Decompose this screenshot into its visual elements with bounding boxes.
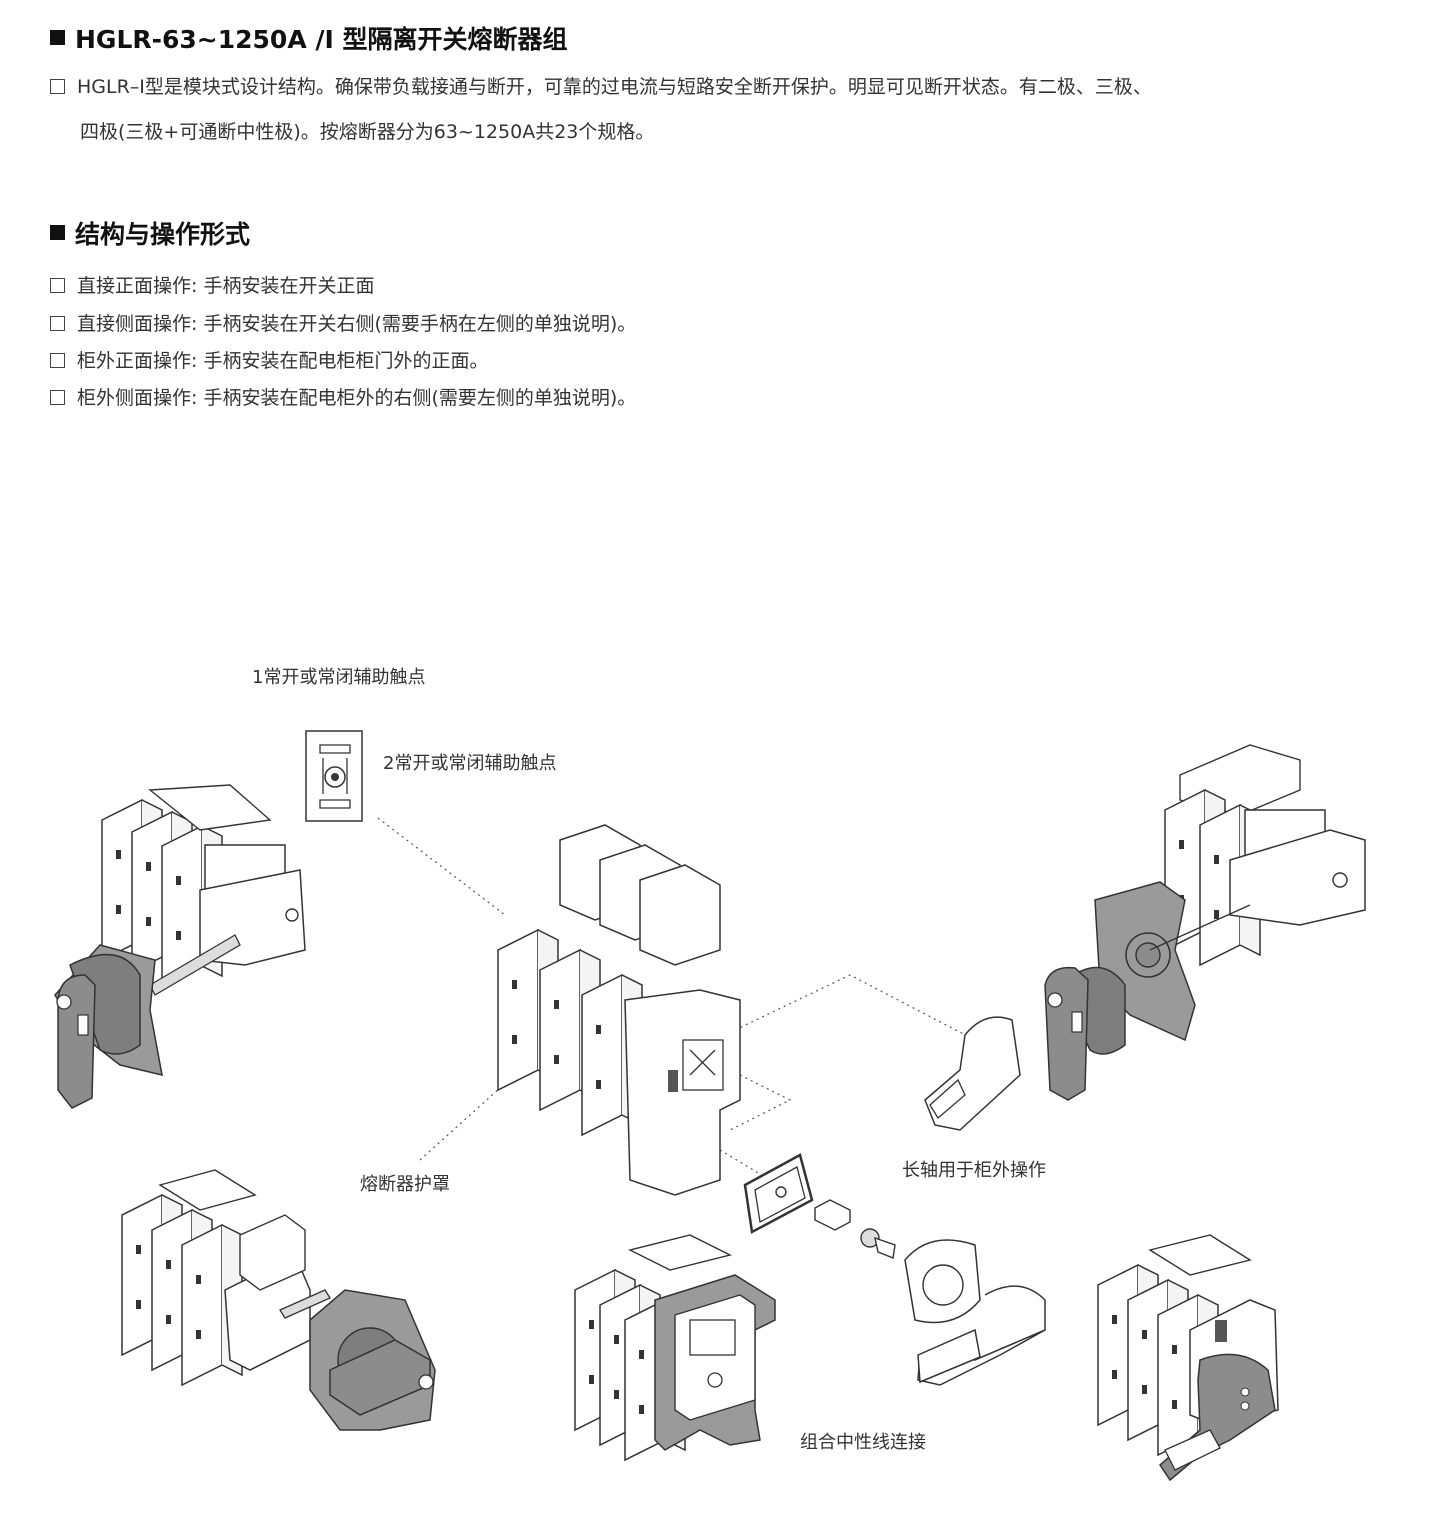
aux-contact-module	[305, 730, 363, 822]
operation-item-text: 直接正面操作: 手柄安装在开关正面	[77, 275, 375, 297]
label-aux-contact-2: 2常开或常闭辅助触点	[383, 753, 557, 774]
checkbox-square-icon	[50, 79, 65, 94]
operation-item-1: 直接正面操作: 手柄安装在开关正面	[50, 271, 374, 298]
section-title-structure: 结构与操作形式	[50, 215, 250, 251]
section-title-hglr: HGLR-63~1250A /I 型隔离开关熔断器组	[50, 20, 568, 56]
operation-item-4: 柜外侧面操作: 手柄安装在配电柜外的右侧(需要左侧的单独说明)。	[50, 383, 636, 410]
switch-direct-side-operation	[54, 784, 306, 1109]
label-fuse-cover: 熔断器护罩	[360, 1174, 450, 1195]
label-long-shaft: 长轴用于柜外操作	[902, 1160, 1046, 1181]
switch-direct-front-operation	[1097, 1234, 1279, 1482]
section-title-text: HGLR-63~1250A /I 型隔离开关熔断器组	[75, 25, 568, 54]
checkbox-square-icon	[50, 316, 65, 331]
checkbox-square-icon	[50, 353, 65, 368]
door-gasket-plate	[743, 1153, 814, 1234]
checkbox-square-icon	[50, 278, 65, 293]
adapter-screw	[860, 1228, 896, 1259]
checkbox-square-icon	[50, 390, 65, 405]
operation-item-text: 直接侧面操作: 手柄安装在开关右侧(需要手柄在左侧的单独说明)。	[77, 313, 637, 335]
switch-cabinet-front-operation	[121, 1169, 436, 1431]
operation-item-text: 柜外侧面操作: 手柄安装在配电柜外的右侧(需要左侧的单独说明)。	[77, 387, 637, 409]
bullet-square-icon	[50, 30, 65, 45]
description-line-1: HGLR–I型是模块式设计结构。确保带负载接通与断开，可靠的过电流与短路安全断开…	[50, 72, 1152, 99]
door-handle-cabinet-front	[904, 1239, 1046, 1386]
shaft-coupler	[814, 1199, 851, 1231]
operation-item-text: 柜外正面操作: 手柄安装在配电柜柜门外的正面。	[77, 350, 489, 372]
label-neutral-connection: 组合中性线连接	[800, 1432, 926, 1453]
operation-item-3: 柜外正面操作: 手柄安装在配电柜柜门外的正面。	[50, 346, 488, 373]
main-switch-body	[497, 824, 741, 1196]
switch-cabinet-side-operation	[1044, 744, 1366, 1101]
description-line-2: 四极(三极+可通断中性极)。按熔断器分为63~1250A共23个规格。	[80, 121, 655, 143]
description-text-1: HGLR–I型是模块式设计结构。确保带负载接通与断开，可靠的过电流与短路安全断开…	[77, 76, 1152, 98]
operation-item-2: 直接侧面操作: 手柄安装在开关右侧(需要手柄在左侧的单独说明)。	[50, 309, 636, 336]
bullet-square-icon	[50, 225, 65, 240]
section-title-text: 结构与操作形式	[75, 220, 251, 249]
label-aux-contact-1: 1常开或常闭辅助触点	[252, 667, 426, 688]
long-shaft-handle	[924, 1016, 1021, 1131]
switch-neutral-connection	[574, 1234, 776, 1461]
